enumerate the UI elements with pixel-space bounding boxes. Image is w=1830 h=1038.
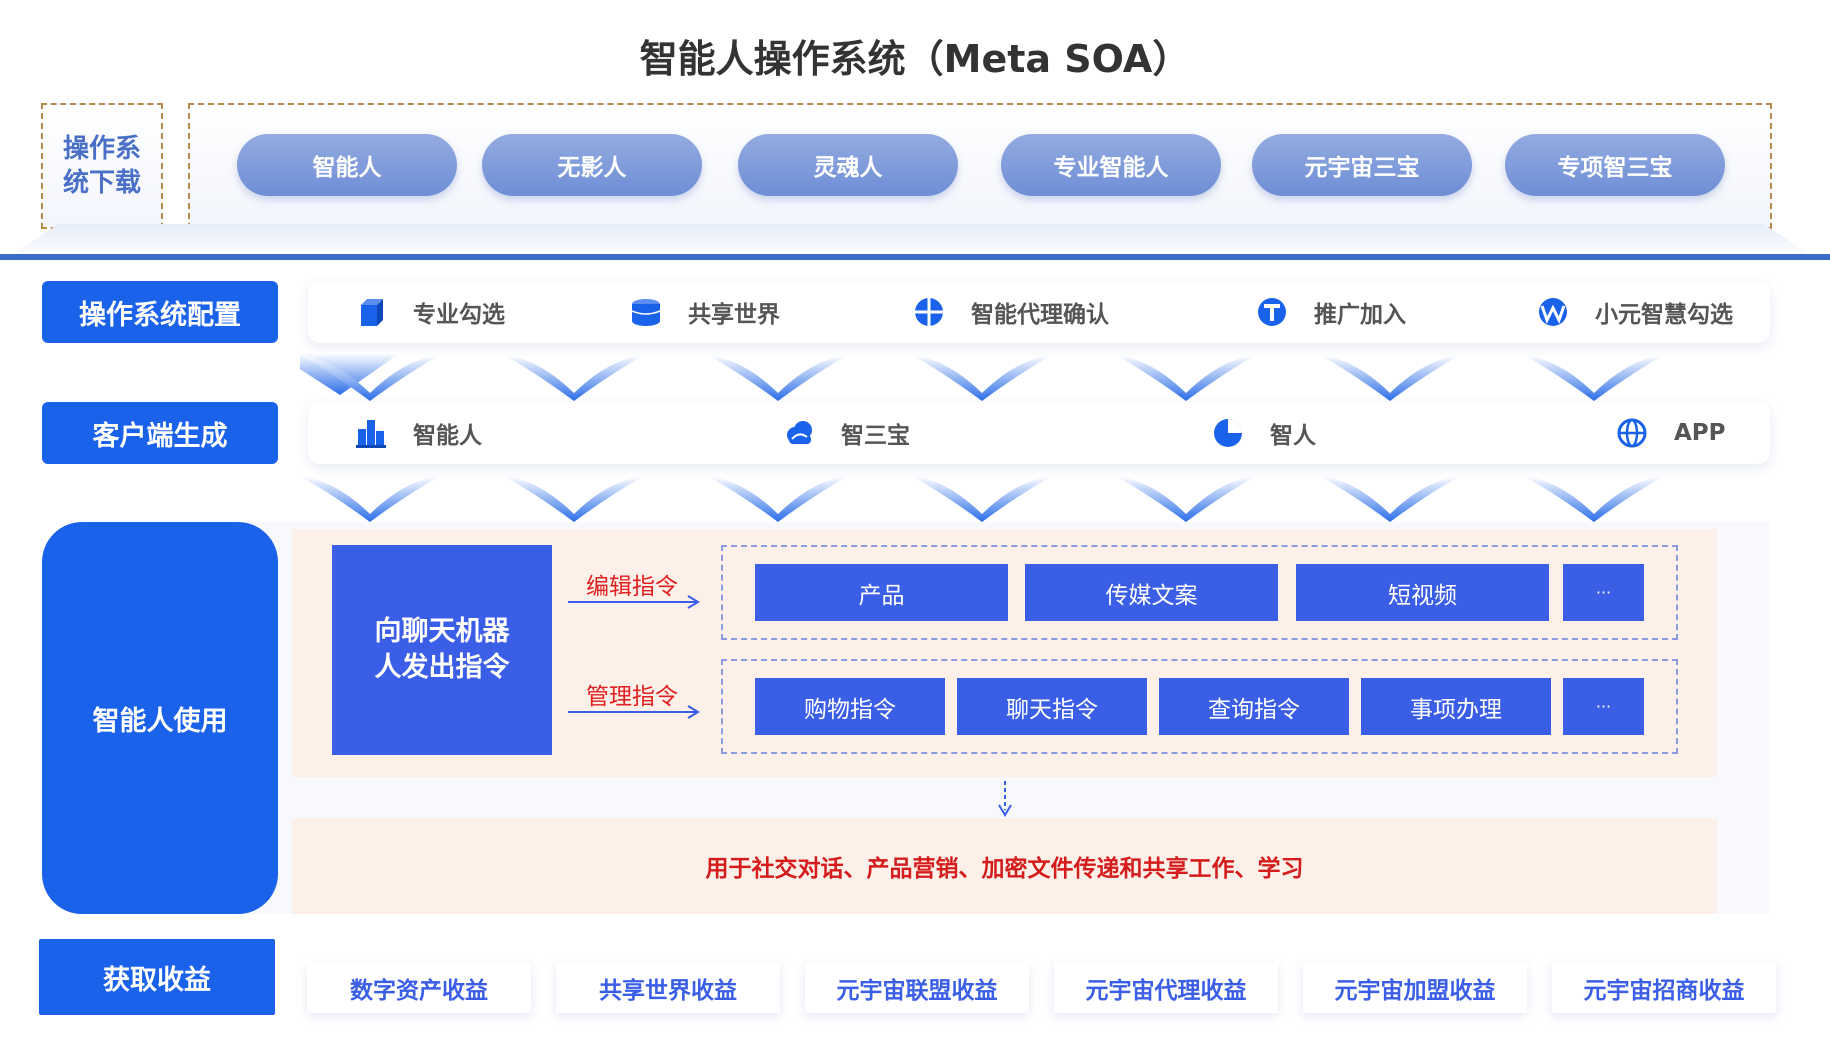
income-item-metaverse-investment[interactable]: 元宇宙招商收益 xyxy=(1552,963,1776,1013)
usage-purpose-text: 用于社交对话、产品营销、加密文件传递和共享工作、学习 xyxy=(705,856,1304,882)
download-item-pro-smart-person[interactable]: 专业智能人 xyxy=(1001,134,1221,196)
config-item-label: 推广加入 xyxy=(1314,302,1406,328)
manage-commands-group xyxy=(721,659,1678,754)
platform-line xyxy=(0,254,1830,260)
config-item-label: 小元智慧勾选 xyxy=(1595,302,1733,328)
download-item-metaverse-treasures[interactable]: 元宇宙三宝 xyxy=(1252,134,1472,196)
manage-item-affairs[interactable]: 事项办理 xyxy=(1361,678,1551,735)
download-label: 操作系统下载 xyxy=(41,103,163,229)
manage-item-more[interactable]: ··· xyxy=(1563,678,1644,735)
manage-item-shopping[interactable]: 购物指令 xyxy=(755,678,945,735)
config-item-promote-join[interactable]: 推广加入 xyxy=(1256,293,1406,331)
config-item-pro-select[interactable]: 专业勾选 xyxy=(355,293,505,331)
config-item-xiaoyuan-select[interactable]: 小元智慧勾选 xyxy=(1537,293,1733,331)
income-item-digital-asset[interactable]: 数字资产收益 xyxy=(307,963,531,1013)
client-item-wise-person[interactable]: 智人 xyxy=(1212,414,1316,452)
download-label-text: 操作系统下载 xyxy=(62,134,141,198)
edit-arrow xyxy=(568,595,700,609)
globe-icon xyxy=(1617,418,1647,448)
client-item-three-treasures[interactable]: 智三宝 xyxy=(783,414,910,452)
manage-command-label: 管理指令 xyxy=(586,684,678,710)
send-command-box: 向聊天机器人发出指令 xyxy=(332,545,552,755)
config-bar xyxy=(308,281,1770,343)
client-item-smart-person[interactable]: 智能人 xyxy=(355,414,482,452)
send-command-text: 向聊天机器人发出指令 xyxy=(374,616,510,683)
usage-label: 智能人使用 xyxy=(42,522,278,914)
cube-icon xyxy=(361,299,383,326)
edit-command-label: 编辑指令 xyxy=(586,574,678,600)
flow-arrows-row-1 xyxy=(300,353,1664,401)
t-circle-icon xyxy=(1258,298,1286,326)
pie-icon xyxy=(1214,419,1242,447)
edit-item-media-copy[interactable]: 传媒文案 xyxy=(1025,564,1278,621)
client-item-label: 智三宝 xyxy=(841,423,910,449)
manage-item-chat[interactable]: 聊天指令 xyxy=(957,678,1147,735)
config-item-label: 共享世界 xyxy=(688,302,780,328)
building-icon xyxy=(356,420,386,448)
income-label: 获取收益 xyxy=(39,939,275,1015)
config-item-shared-world[interactable]: 共享世界 xyxy=(630,293,780,331)
income-item-shared-world[interactable]: 共享世界收益 xyxy=(556,963,780,1013)
download-item-special-treasures[interactable]: 专项智三宝 xyxy=(1505,134,1725,196)
income-item-metaverse-franchise[interactable]: 元宇宙加盟收益 xyxy=(1303,963,1527,1013)
income-item-metaverse-agent[interactable]: 元宇宙代理收益 xyxy=(1054,963,1278,1013)
client-item-label: APP xyxy=(1674,420,1726,446)
page-title: 智能人操作系统（Meta SOA） xyxy=(639,37,1191,81)
client-bar xyxy=(308,402,1770,464)
manage-arrow xyxy=(568,705,700,719)
client-item-label: 智人 xyxy=(1270,423,1316,449)
config-item-label: 智能代理确认 xyxy=(971,302,1109,328)
download-item-soul-person[interactable]: 灵魂人 xyxy=(738,134,958,196)
edit-item-more[interactable]: ··· xyxy=(1563,564,1644,621)
down-arrow xyxy=(998,781,1012,817)
download-item-smart-person[interactable]: 智能人 xyxy=(237,134,457,196)
flow-arrows-row-2 xyxy=(300,476,1664,522)
manage-item-query[interactable]: 查询指令 xyxy=(1159,678,1349,735)
config-item-label: 专业勾选 xyxy=(413,302,505,328)
wave-icon xyxy=(1539,298,1567,326)
cloud-icon xyxy=(787,421,812,444)
income-item-metaverse-alliance[interactable]: 元宇宙联盟收益 xyxy=(805,963,1029,1013)
edit-item-short-video[interactable]: 短视频 xyxy=(1296,564,1549,621)
usage-purpose-area xyxy=(292,818,1717,914)
client-item-app[interactable]: APP xyxy=(1616,414,1726,452)
database-icon xyxy=(631,299,661,326)
client-label: 客户端生成 xyxy=(42,402,278,464)
globe-grid-icon xyxy=(915,298,943,326)
edit-item-product[interactable]: 产品 xyxy=(755,564,1008,621)
config-item-agent-confirm[interactable]: 智能代理确认 xyxy=(913,293,1109,331)
client-item-label: 智能人 xyxy=(413,423,482,449)
edit-commands-group xyxy=(721,545,1678,640)
config-label: 操作系统配置 xyxy=(42,281,278,343)
download-item-shadow-person[interactable]: 无影人 xyxy=(482,134,702,196)
